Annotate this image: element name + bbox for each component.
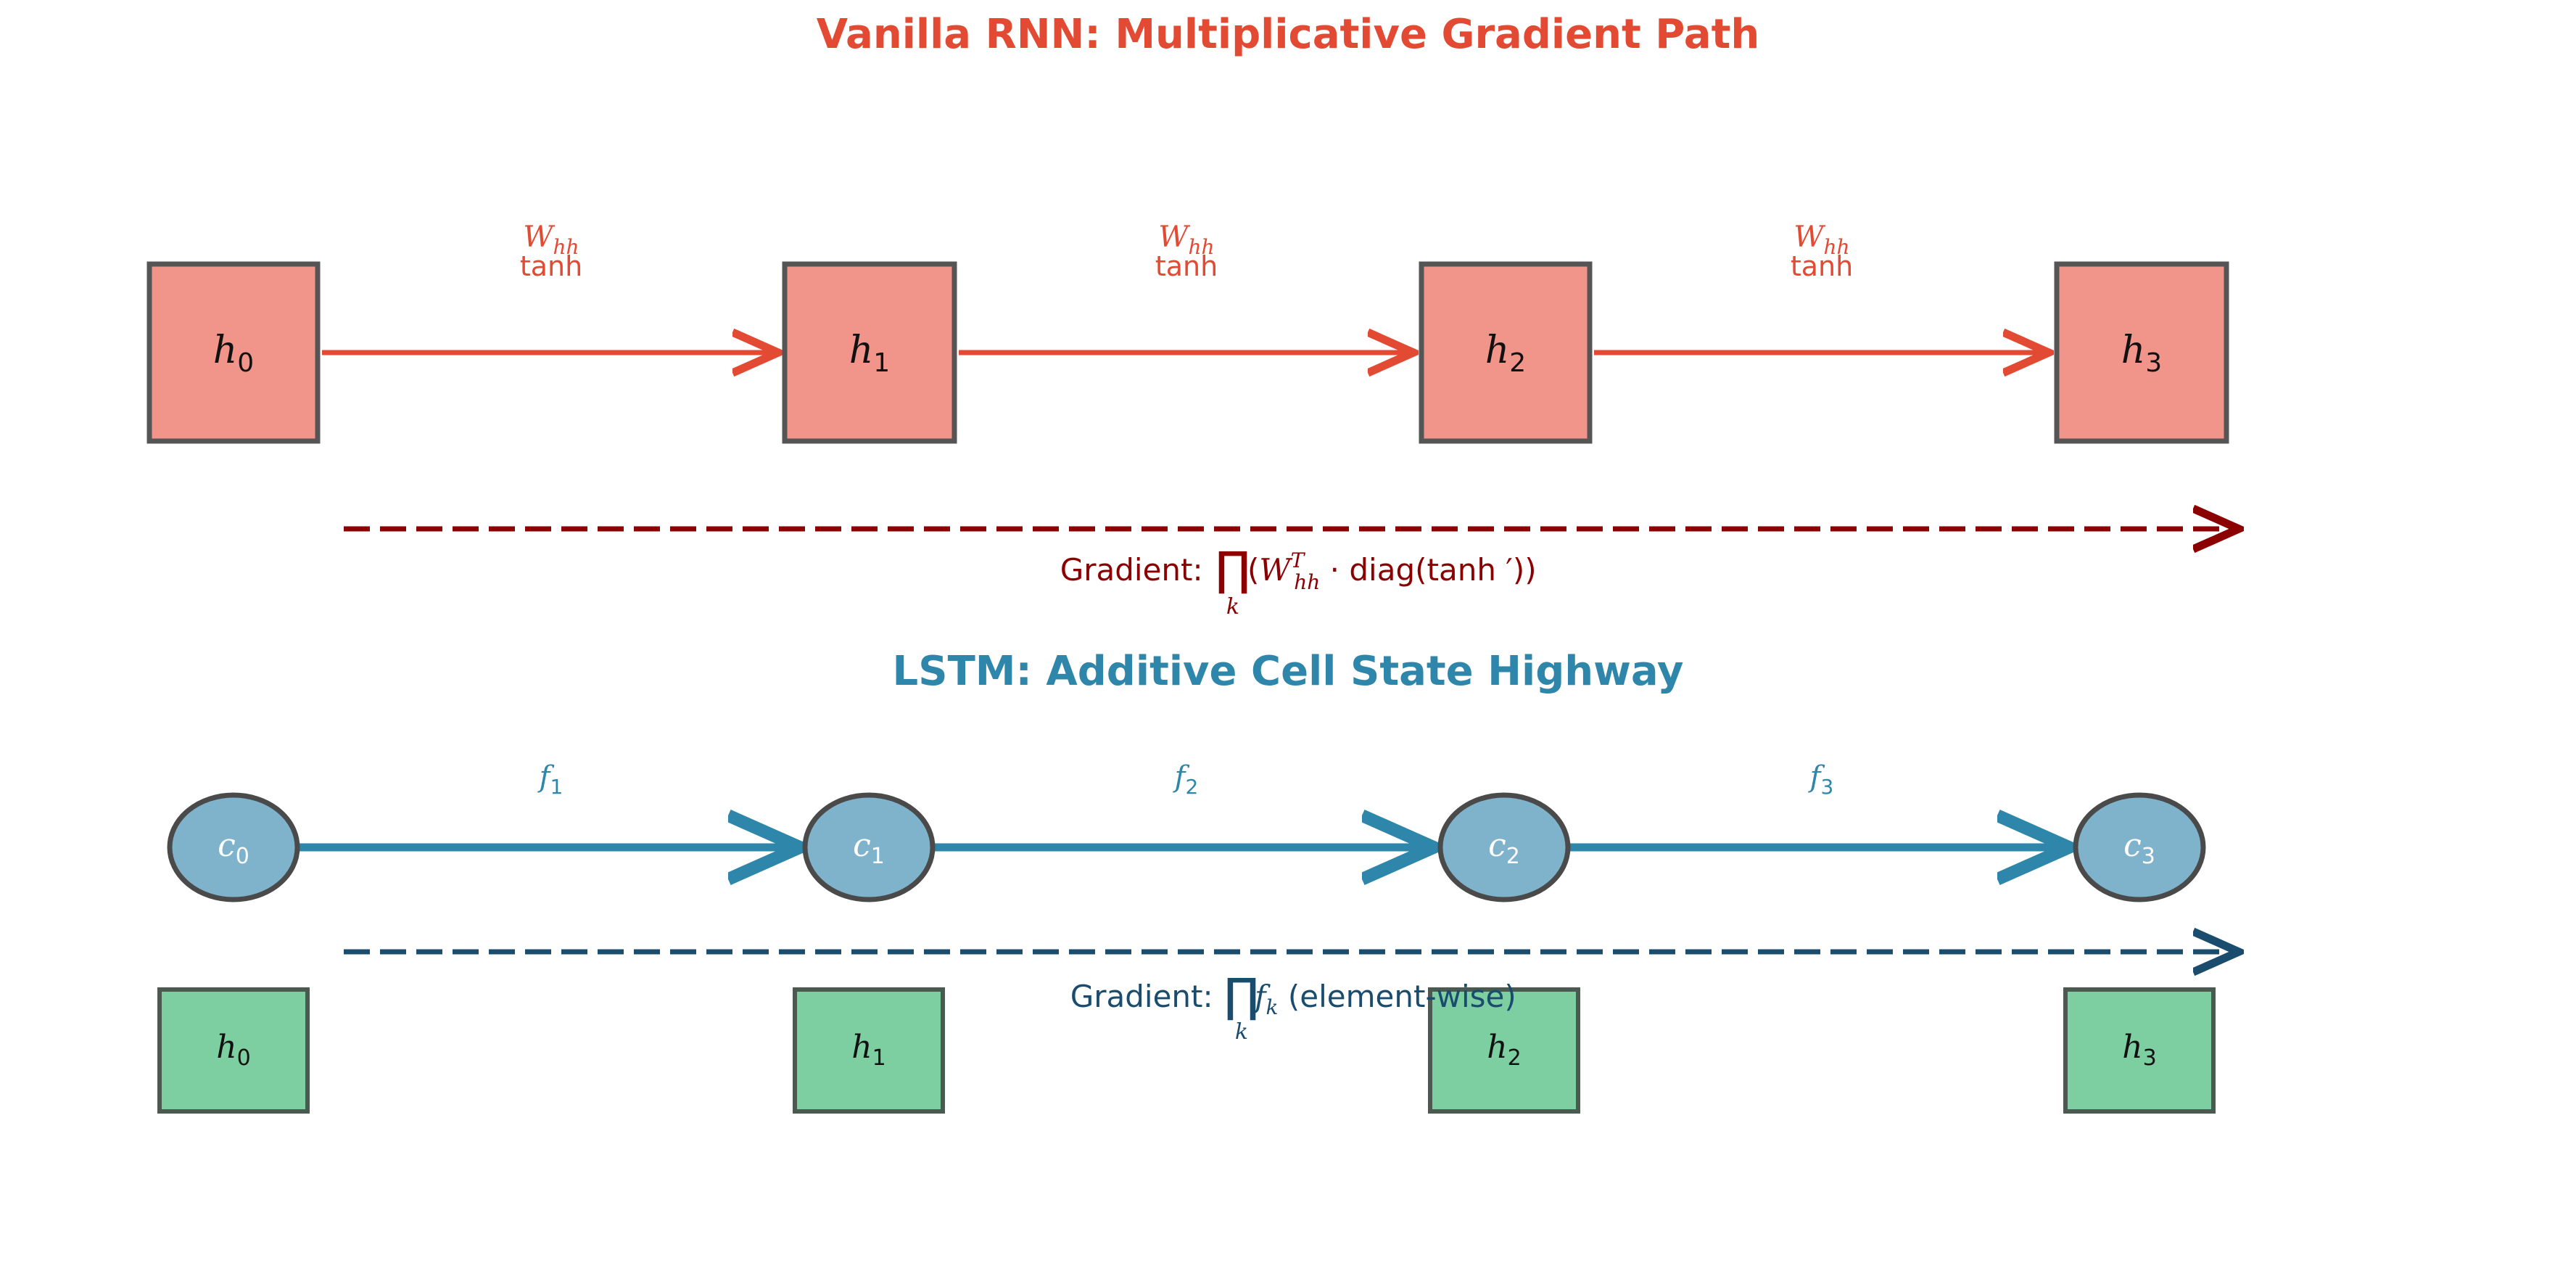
rnn-title: Vanilla RNN: Multiplicative Gradient Pat… (817, 11, 1759, 58)
svg-text:h1: h1 (851, 1029, 886, 1071)
svg-text:c1: c1 (853, 827, 885, 869)
rnn-gradient-index: k (1226, 594, 1239, 620)
svg-text:h3: h3 (2122, 1029, 2156, 1071)
svg-text:h0: h0 (213, 329, 254, 378)
rnn-node-2: h2 (1419, 261, 1593, 444)
lstm-gradient-product: ∏ (1224, 969, 1259, 1023)
lstm-cell-1: c1 (802, 792, 936, 902)
rnn-edge-labels: Whh tanh Whh tanh Whh tanh (520, 221, 1853, 282)
lstm-cell-2: c2 (1437, 792, 1571, 902)
lstm-hidden-3: h3 (2063, 987, 2216, 1114)
svg-text:c0: c0 (218, 827, 249, 869)
lstm-cell-0: c0 (167, 792, 300, 902)
svg-text:h2: h2 (1487, 1029, 1521, 1071)
rnn-edge-activation-2: tanh (1791, 250, 1853, 282)
svg-text:h0: h0 (216, 1029, 250, 1071)
lstm-hidden-1: h1 (793, 987, 945, 1114)
lstm-gate-label-1: f2 (1173, 760, 1199, 799)
lstm-gate-label-2: f3 (1808, 760, 1834, 799)
svg-text:h1: h1 (849, 329, 890, 378)
lstm-cells: c0 c1 c2 c3 (167, 792, 2206, 902)
lstm-hidden-2: h2 (1428, 987, 1580, 1114)
svg-text:c3: c3 (2123, 827, 2155, 869)
rnn-edge-activation-0: tanh (520, 250, 582, 282)
rnn-gradient-product: ∏ (1215, 543, 1250, 596)
lstm-gradient-label: Gradient: ∏ k fk (element-wise) (1070, 969, 1516, 1045)
rnn-edge-weight-0: Whh (523, 221, 579, 259)
lstm-hidden-0: h0 (157, 987, 310, 1114)
rnn-edge-weight-1: Whh (1158, 221, 1214, 259)
lstm-gradient-index: k (1235, 1019, 1248, 1045)
rnn-node-0: h0 (146, 261, 321, 444)
rnn-edge-weight-2: Whh (1793, 221, 1849, 259)
rnn-nodes: h0 h1 h2 h3 (146, 261, 2229, 444)
lstm-cell-3: c3 (2073, 792, 2206, 902)
lstm-gradient-expression: fk (element-wise) (1252, 979, 1516, 1019)
svg-text:c2: c2 (1488, 827, 1520, 869)
svg-text:h3: h3 (2121, 329, 2162, 378)
lstm-title: LSTM: Additive Cell State Highway (893, 648, 1684, 695)
lstm-edge-labels: f1 f2 f3 (537, 760, 1834, 799)
lstm-hidden-states: h0 h1 h2 h3 (157, 987, 2216, 1114)
lstm-gradient-prefix: Gradient: (1070, 979, 1223, 1014)
lstm-gate-label-0: f1 (537, 760, 564, 799)
rnn-node-1: h1 (782, 261, 957, 444)
rnn-node-3: h3 (2054, 261, 2229, 444)
svg-text:h2: h2 (1485, 329, 1526, 378)
rnn-edge-activation-1: tanh (1155, 250, 1218, 282)
rnn-gradient-prefix: Gradient: (1060, 552, 1213, 588)
